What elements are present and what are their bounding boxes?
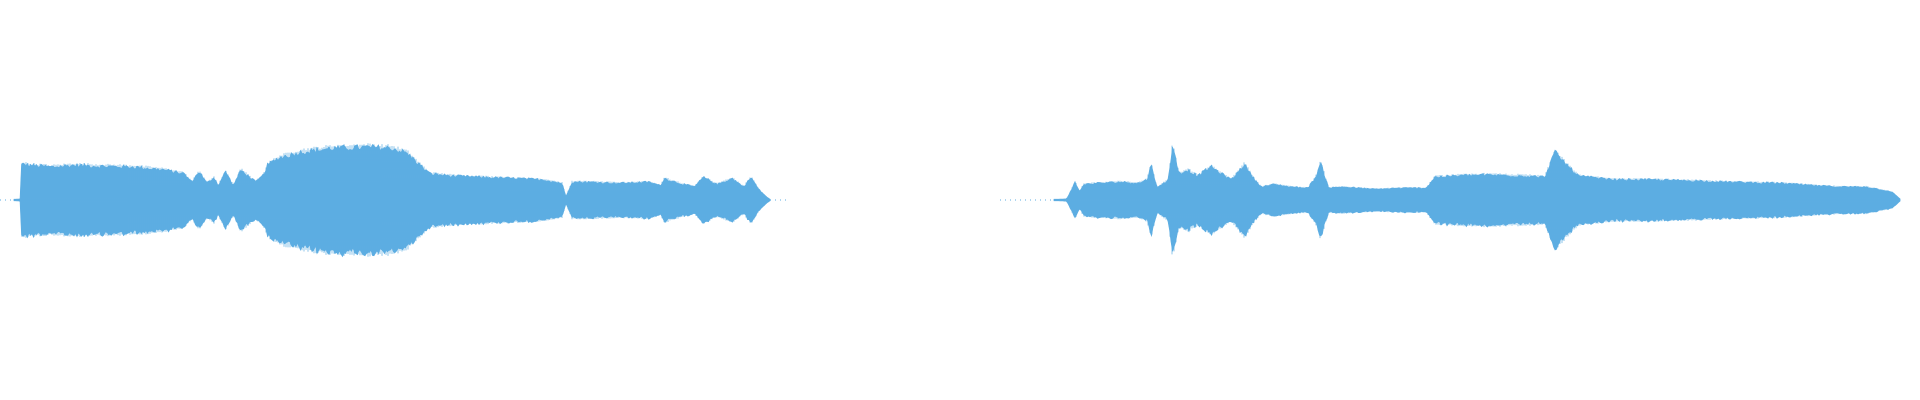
waveform-texture <box>1053 145 1901 255</box>
waveform-segment <box>1053 146 1901 252</box>
waveform-texture <box>13 143 771 257</box>
